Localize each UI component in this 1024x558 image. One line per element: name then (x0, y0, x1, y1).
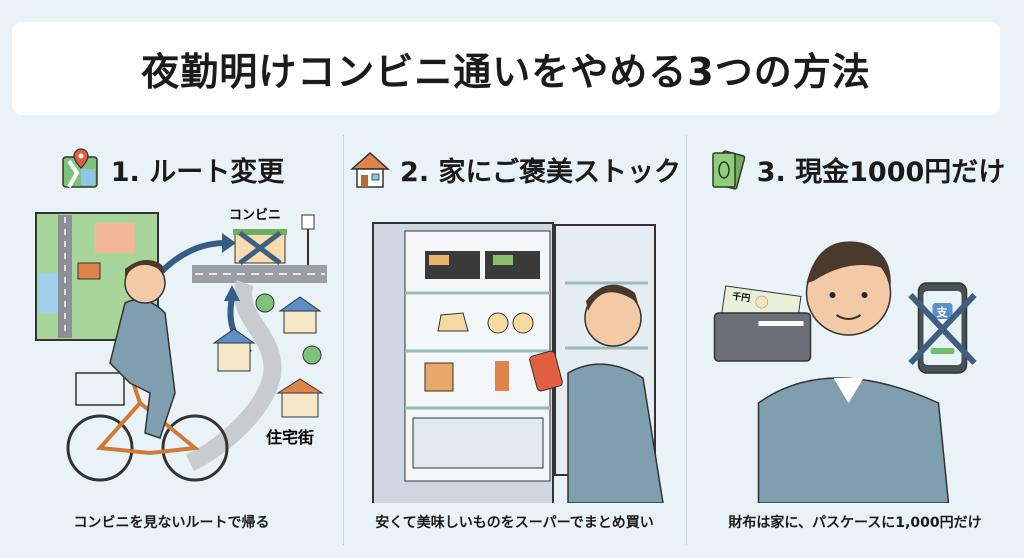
page-title: 夜勤明けコンビニ通いをやめる3つの方法 (141, 50, 871, 94)
man-on-bicycle (66, 259, 229, 482)
method-heading-text: 2. 家にご褒美ストック (400, 156, 681, 188)
method-caption: 安くて美味しいものをスーパーでまとめ買い (375, 515, 654, 531)
method-heading-text: 1. ルート変更 (110, 156, 285, 188)
cash-illustration: 千円 支 (713, 241, 977, 503)
map-pin-icon (62, 148, 98, 188)
divider (343, 135, 344, 545)
method-heading: 1. ルート変更 (0, 147, 343, 191)
method-heading: 2. 家にご褒美ストック (343, 147, 686, 191)
method-caption: 財布は家に、パスケースに1,000円だけ (728, 515, 982, 531)
residential-label: 住宅街 (266, 428, 314, 447)
divider (686, 135, 687, 545)
method-home-stock: 2. 家にご褒美ストック 安くて美味しいものをスーパーでま (343, 135, 686, 555)
method-heading: 3. 現金1000円だけ (686, 147, 1024, 191)
houses (212, 293, 324, 418)
fridge-illustration (372, 222, 664, 503)
title-banner: 夜勤明けコンビニ通いをやめる3つの方法 (12, 22, 1000, 115)
convenience-store (233, 214, 315, 265)
method-caption: コンビニを見ないルートで帰る (73, 515, 270, 531)
cross-mark (908, 292, 977, 366)
store-label: コンビニ (229, 207, 281, 223)
house-icon (350, 151, 391, 188)
pay-app-label: 支 (936, 305, 949, 319)
route-illustration: コンビニ 住宅街 (35, 207, 327, 482)
wallet-with-bill: 千円 (713, 285, 812, 362)
man-with-tablet (529, 284, 664, 503)
method-heading-text: 3. 現金1000円だけ (756, 156, 1006, 188)
bill-label: 千円 (731, 290, 751, 304)
smartphone: 支 (908, 282, 977, 374)
method-cash-only: 3. 現金1000円だけ 千円 支 財布は家 (686, 135, 1024, 555)
man (757, 241, 950, 503)
method-route-change: 1. ルート変更 コンビニ (0, 135, 343, 555)
cash-icon (711, 150, 746, 190)
